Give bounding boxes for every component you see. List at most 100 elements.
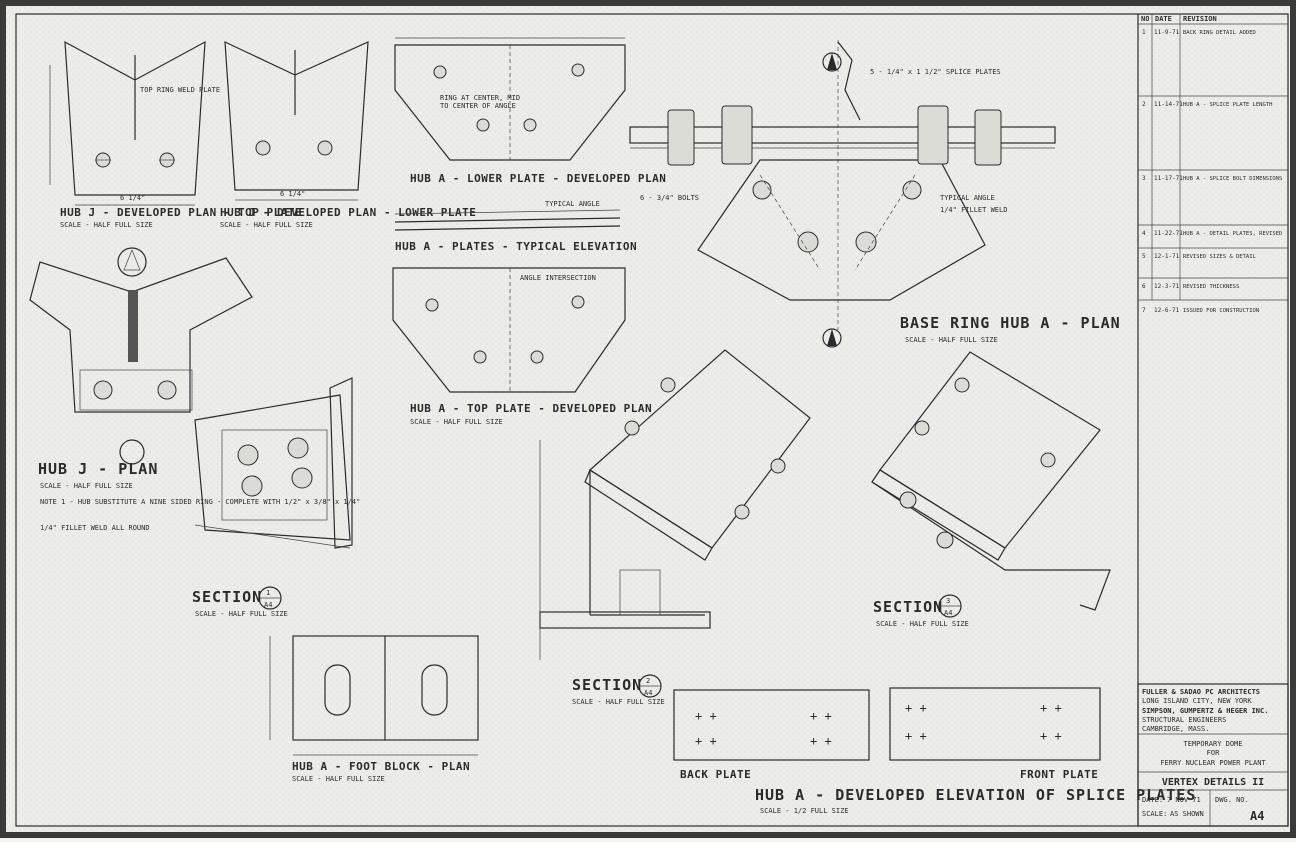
huba-elevation-view: TYPICAL ANGLE (394, 200, 621, 231)
section-3-scale: SCALE - HALF FULL SIZE (876, 620, 969, 628)
revision-cell: REVISED THICKNESS (1183, 284, 1239, 290)
tb-scale-label: SCALE: (1142, 810, 1167, 818)
north-arrow-icon (822, 52, 842, 348)
svg-text:TOP RING WELD PLATE: TOP RING WELD PLATE (140, 86, 220, 94)
svg-text:+ +: + + (905, 729, 927, 743)
tb-dwg-no: A4 (1250, 809, 1264, 823)
huba-lower-plate-view: RING AT CENTER, MID TO CENTER OF ANGLE (394, 37, 626, 161)
tb-dwg-label: DWG. NO. (1215, 796, 1249, 804)
section-1-sheet: A4 (264, 601, 272, 609)
svg-text:TO CENTER OF ANGLE: TO CENTER OF ANGLE (440, 102, 516, 110)
svg-text:+ +: + + (810, 709, 832, 723)
svg-text:+ +: + + (695, 709, 717, 723)
hubj-lower-scale: SCALE - HALF FULL SIZE (220, 221, 313, 229)
section-marker-icon (938, 594, 962, 618)
hubj-top-plate-view: 6 1/4" TOP RING WELD PLATE (49, 40, 220, 206)
svg-text:+ +: + + (695, 734, 717, 748)
section-2-sheet: A4 (644, 689, 652, 697)
tb-drawing-title: VERTEX DETAILS II (1162, 777, 1264, 788)
tb-scale: AS SHOWN (1170, 810, 1204, 818)
section-marker-icon (638, 674, 662, 698)
foot-block-view (269, 635, 479, 756)
svg-text:6 1/4": 6 1/4" (280, 190, 305, 198)
hubj-top-scale: SCALE - HALF FULL SIZE (60, 221, 153, 229)
hubj-plan-view (29, 247, 253, 465)
revision-cell: 3 (1142, 175, 1146, 182)
revision-cell: ISSUED FOR CONSTRUCTION (1183, 308, 1259, 314)
svg-text:+ +: + + (1040, 701, 1062, 715)
hubj-lower-plate-view: 6 1/4" (224, 41, 369, 201)
tb-project-3: FERRY NUCLEAR POWER PLANT (1160, 759, 1266, 767)
section-1-num: 1 (266, 589, 270, 597)
revision-cell: 4 (1142, 230, 1146, 237)
revision-cell: HUB A - SPLICE PLATE LENGTH (1183, 102, 1272, 108)
svg-text:ANGLE INTERSECTION: ANGLE INTERSECTION (520, 274, 596, 282)
hubj-lower-title: HUB J - DEVELOPED PLAN - LOWER PLATE (220, 206, 476, 219)
huba-elev-title: HUB A - PLATES - TYPICAL ELEVATION (395, 240, 637, 253)
section-2-title: SECTION (572, 676, 642, 694)
huba-top-title: HUB A - TOP PLATE - DEVELOPED PLAN (410, 402, 652, 415)
section-1-scale: SCALE - HALF FULL SIZE (195, 610, 288, 618)
svg-text:+ +: + + (810, 734, 832, 748)
base-ring-title: BASE RING HUB A - PLAN (900, 314, 1121, 332)
svg-text:RING AT CENTER, MID: RING AT CENTER, MID (440, 94, 520, 102)
section-2-view (539, 349, 811, 660)
section-3-sheet: A4 (944, 609, 952, 617)
tb-engineer-role: STRUCTURAL ENGINEERS (1142, 716, 1226, 724)
tb-architect-city: LONG ISLAND CITY, NEW YORK (1142, 697, 1252, 705)
title-block (1137, 683, 1289, 827)
note-2: 1/4" FILLET WELD ALL ROUND (40, 524, 150, 532)
note-typical-angle: TYPICAL ANGLE (940, 194, 995, 202)
front-plate-label: FRONT PLATE (1020, 768, 1098, 781)
svg-text:+ +: + + (905, 701, 927, 715)
svg-text:6 1/4": 6 1/4" (120, 194, 145, 202)
revision-cell: 12-3-71 (1154, 283, 1180, 290)
note-fillet-weld: 1/4" FILLET WELD (940, 206, 1007, 214)
hubj-plan-title: HUB J - PLAN (38, 460, 158, 478)
tb-date-label: DATE: (1142, 796, 1163, 804)
revision-cell: 1 (1142, 29, 1146, 36)
sheet-frame (15, 13, 1289, 827)
revision-cell: 11-14-71 (1154, 101, 1183, 108)
foot-block-title: HUB A - FOOT BLOCK - PLAN (292, 760, 470, 773)
section-2-scale: SCALE - HALF FULL SIZE (572, 698, 665, 706)
section-3-view (871, 351, 1111, 611)
huba-lower-title: HUB A - LOWER PLATE - DEVELOPED PLAN (410, 172, 666, 185)
back-plate-label: BACK PLATE (680, 768, 751, 781)
tb-date: 7 NOV 71 (1167, 796, 1201, 804)
svg-text:TYPICAL ANGLE: TYPICAL ANGLE (545, 200, 600, 208)
note-1: NOTE 1 - HUB SUBSTITUTE A NINE SIDED RIN… (40, 498, 360, 506)
revision-cell: 5 (1142, 253, 1146, 260)
revision-cell: 7 (1142, 307, 1146, 314)
splice-front-plate: + + + + + + + + (889, 687, 1101, 761)
tb-architect: FULLER & SADAO PC ARCHITECTS (1142, 688, 1260, 696)
hubj-top-title: HUB J - DEVELOPED PLAN - TOP PLATE (60, 206, 302, 219)
note-splice-plates: 5 - 1/4" x 1 1/2" SPLICE PLATES (870, 68, 1001, 76)
revision-block (1137, 14, 1288, 826)
note-ring-bolts: 6 - 3/4" BOLTS (640, 194, 699, 202)
foot-block-scale: SCALE - HALF FULL SIZE (292, 775, 385, 783)
splice-title: HUB A - DEVELOPED ELEVATION OF SPLICE PL… (755, 786, 1196, 804)
revision-cell: 12-1-71 (1154, 253, 1180, 260)
section-marker-icon (258, 586, 282, 610)
revision-cell: 11-17-71 (1154, 175, 1183, 182)
section-3-num: 3 (946, 597, 950, 605)
section-3-title: SECTION (873, 598, 943, 616)
base-ring-scale: SCALE - HALF FULL SIZE (905, 336, 998, 344)
huba-top-plate-view: ANGLE INTERSECTION (392, 267, 626, 393)
revision-header-cell: DATE (1155, 15, 1172, 23)
tb-project-1: TEMPORARY DOME (1183, 740, 1242, 748)
base-ring-plan-view (629, 40, 1056, 330)
section-1-title: SECTION (192, 588, 262, 606)
revision-cell: 11-9-71 (1154, 29, 1180, 36)
huba-top-scale: SCALE - HALF FULL SIZE (410, 418, 503, 426)
revision-cell: REVISED SIZES & DETAIL (1183, 254, 1257, 260)
tb-engineer-city: CAMBRIDGE, MASS. (1142, 725, 1209, 733)
splice-back-plate: + + + + + + + + (673, 689, 870, 761)
revision-cell: 2 (1142, 101, 1146, 108)
revision-cell: 12-6-71 (1154, 307, 1180, 314)
tb-project-2: FOR (1207, 749, 1220, 757)
